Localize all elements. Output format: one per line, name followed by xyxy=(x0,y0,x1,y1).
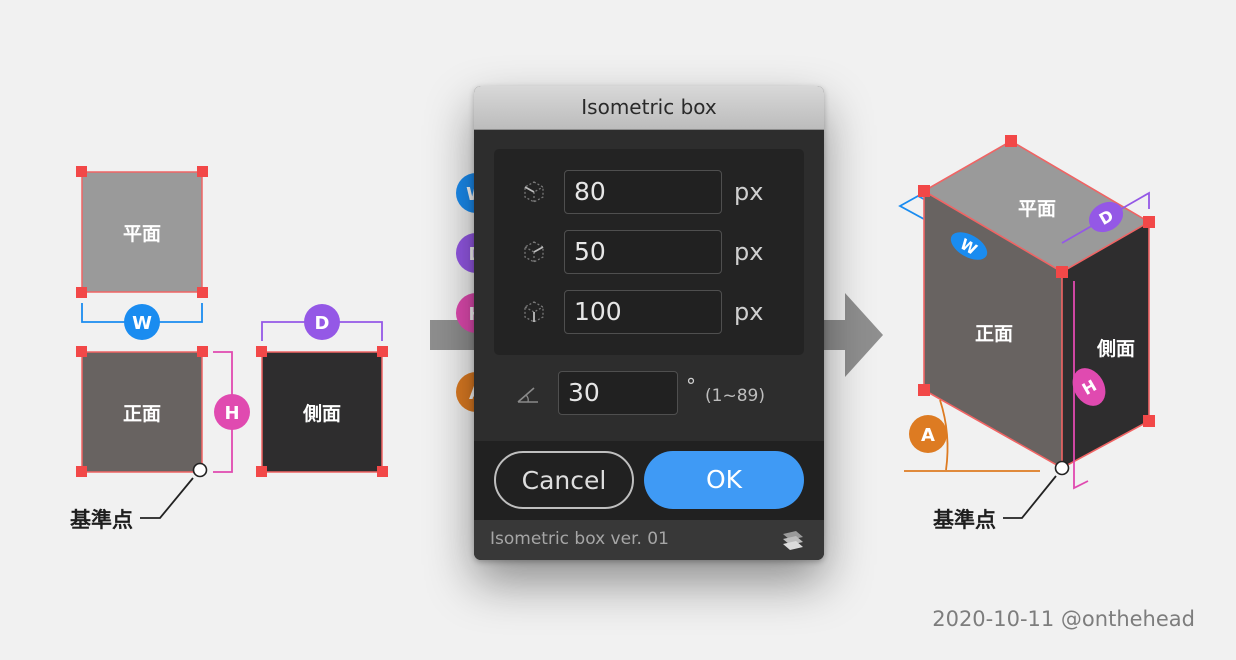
dialog-footer: Isometric box ver. 01 xyxy=(474,520,824,560)
left-side-face-handles xyxy=(256,346,388,477)
right-front-face xyxy=(924,191,1062,468)
depth-unit: px xyxy=(734,238,764,266)
cancel-button[interactable]: Cancel xyxy=(494,451,634,509)
angle-unit: ° xyxy=(686,374,696,398)
left-d-badge xyxy=(304,304,340,340)
dialog-button-bar: Cancel OK xyxy=(474,441,824,520)
width-input[interactable]: 80 xyxy=(564,170,722,214)
left-w-badge xyxy=(124,304,160,340)
right-a-badge-label: A xyxy=(921,425,935,446)
left-side-face-label: 側面 xyxy=(302,403,341,425)
dimension-fields-panel: 80 px 50 px 100 px xyxy=(494,149,804,355)
left-top-face-handles xyxy=(76,166,208,298)
left-flat-views: 平面 W 正面 H D 側面 基準点 xyxy=(70,166,388,532)
right-d-badge: D xyxy=(1088,201,1124,233)
right-base-point-label: 基準点 xyxy=(933,508,996,532)
width-unit: px xyxy=(734,178,764,206)
left-base-point-label: 基準点 xyxy=(70,508,133,532)
ok-button[interactable]: OK xyxy=(644,451,804,509)
height-unit: px xyxy=(734,298,764,326)
depth-input[interactable]: 50 xyxy=(564,230,722,274)
left-h-badge-label: H xyxy=(224,403,239,424)
left-front-face xyxy=(81,351,203,473)
left-side-face xyxy=(261,351,383,473)
cube-height-icon xyxy=(524,301,544,323)
angle-input[interactable]: 30 xyxy=(558,371,678,415)
credit-text: 2020-10-11 @onthehead xyxy=(932,607,1195,631)
left-h-badge xyxy=(214,394,250,430)
right-base-point xyxy=(1054,460,1070,476)
cube-width-icon xyxy=(524,181,544,203)
isometric-box-dialog: Isometric box 80 px 50 px 100 px 30 ° (1… xyxy=(474,86,824,560)
cube-depth-icon xyxy=(524,241,544,263)
right-top-face xyxy=(924,141,1149,272)
right-h-guide xyxy=(1073,281,1089,490)
right-front-face-label: 正面 xyxy=(975,323,1013,345)
left-w-badge-label: W xyxy=(132,313,152,334)
right-side-face xyxy=(1062,222,1149,468)
left-base-point-leader xyxy=(140,477,194,519)
app-logo-icon xyxy=(783,531,803,550)
left-d-badge-label: D xyxy=(315,313,330,334)
left-top-face xyxy=(81,171,203,293)
left-base-point xyxy=(192,462,208,478)
right-side-face-label: 側面 xyxy=(1096,338,1135,360)
left-top-face-label: 平面 xyxy=(123,223,161,245)
right-h-badge: H xyxy=(1072,368,1106,406)
dialog-title: Isometric box xyxy=(474,86,824,130)
height-input[interactable]: 100 xyxy=(564,290,722,334)
right-top-face-label: 平面 xyxy=(1018,198,1056,220)
right-a-badge xyxy=(909,415,947,453)
left-front-face-label: 正面 xyxy=(123,403,161,425)
right-isometric-box: 平面 正面 側面 W D H A 基準点 xyxy=(898,135,1155,532)
right-w-badge: W xyxy=(950,232,988,260)
angle-range-hint: (1~89) xyxy=(705,386,765,406)
right-base-point-leader xyxy=(1003,475,1057,519)
left-front-face-handles xyxy=(76,346,208,477)
angle-icon xyxy=(517,387,538,403)
version-label: Isometric box ver. 01 xyxy=(490,529,669,549)
right-box-handles xyxy=(918,135,1155,427)
